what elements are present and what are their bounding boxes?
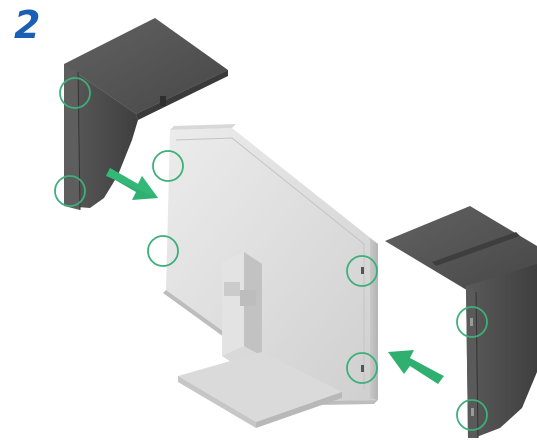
left-hood-side — [64, 64, 138, 208]
arrow-left-up-icon — [388, 350, 444, 384]
circle-highlight-icon — [147, 235, 179, 267]
arrow-right-down-icon — [106, 168, 158, 200]
circle-highlight-icon — [54, 175, 86, 207]
left-hood-panel — [64, 18, 228, 211]
circle-highlight-icon — [456, 399, 488, 431]
right-hood-side — [466, 264, 537, 438]
circle-highlight-icon — [346, 352, 378, 384]
circle-highlight-icon — [456, 306, 488, 338]
circle-highlight-icon — [152, 150, 184, 182]
circle-highlight-icon — [346, 255, 378, 287]
right-hood-top — [385, 206, 537, 292]
step-number: 2 — [14, 3, 41, 47]
right-hood-panel — [385, 206, 537, 439]
stand-base — [178, 352, 342, 422]
monitor-back-panel — [166, 128, 378, 401]
monitor — [163, 124, 378, 428]
circle-highlight-icon — [59, 77, 91, 109]
left-hood-top — [64, 18, 228, 114]
